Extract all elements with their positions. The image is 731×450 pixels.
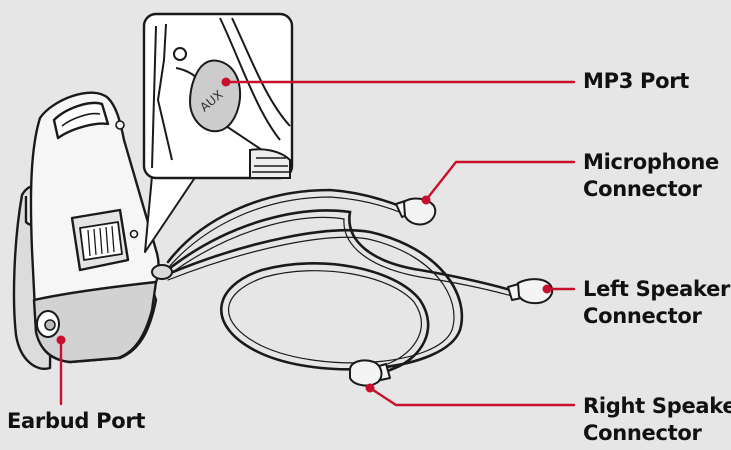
right-speaker-cable xyxy=(166,229,464,374)
label-microphone-connector: Microphone Connector xyxy=(583,149,719,203)
connectors xyxy=(349,197,554,387)
label-mp3-port: MP3 Port xyxy=(583,68,689,95)
side-button-lower xyxy=(129,229,139,239)
label-earbud-port-text: Earbud Port xyxy=(7,409,146,433)
microphone-cable xyxy=(166,188,407,264)
label-left-speaker-line1: Left Speaker xyxy=(583,277,731,301)
callout-lines xyxy=(59,80,576,407)
callout-line-right-speaker xyxy=(368,386,576,407)
label-left-speaker-line2: Connector xyxy=(583,304,702,328)
left-speaker-cable-edge xyxy=(169,216,513,297)
microphone-cable-edge xyxy=(167,196,403,269)
left-speaker-cable xyxy=(168,209,516,293)
callout-dot-microphone xyxy=(421,195,431,205)
cable-exit xyxy=(151,264,173,280)
label-left-speaker-connector: Left Speaker Connector xyxy=(583,276,730,330)
microphone-plug xyxy=(395,197,437,226)
label-right-speaker-connector: Right Speaker Connector xyxy=(583,393,731,447)
label-earbud-port: Earbud Port xyxy=(7,408,145,435)
label-right-speaker-line1: Right Speaker xyxy=(583,394,731,418)
left-speaker-plug xyxy=(507,278,554,305)
callout-line-microphone xyxy=(424,160,576,202)
label-microphone-line1: Microphone xyxy=(583,150,719,174)
callout-dot-earbud xyxy=(56,335,66,345)
label-right-speaker-line2: Connector xyxy=(583,421,702,445)
label-microphone-line2: Connector xyxy=(583,177,702,201)
callout-dot-mp3-port xyxy=(221,77,231,87)
right-speaker-cable-edge xyxy=(167,236,455,367)
top-grip xyxy=(52,101,110,140)
right-speaker-plug xyxy=(349,359,391,387)
callout-dot-left-speaker xyxy=(542,284,552,294)
callout-dot-right-speaker xyxy=(365,383,375,393)
cables xyxy=(166,188,516,374)
dial-ridges xyxy=(87,225,115,257)
callout-dots xyxy=(56,77,552,393)
side-button xyxy=(115,120,125,130)
headset-body xyxy=(12,91,173,370)
inset-zoom: AUX xyxy=(142,12,294,253)
label-mp3-port-text: MP3 Port xyxy=(583,69,690,93)
